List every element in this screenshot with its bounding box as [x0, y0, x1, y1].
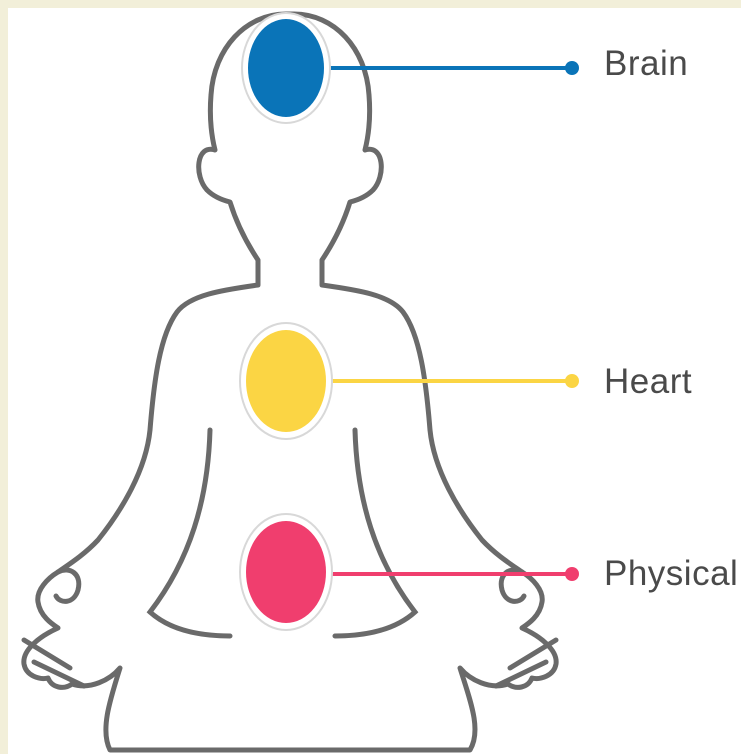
brain-label: Brain — [604, 46, 688, 81]
inner-left-line — [150, 430, 230, 636]
physical-connector-dot — [565, 567, 579, 581]
heart-point — [246, 330, 326, 432]
physical-point — [246, 521, 326, 623]
inner-right-line — [335, 430, 415, 636]
brain-point — [248, 19, 324, 117]
heart-connector-dot — [565, 374, 579, 388]
brain-connector-dot — [565, 61, 579, 75]
physical-label: Physical — [604, 556, 738, 591]
heart-label: Heart — [604, 364, 692, 399]
